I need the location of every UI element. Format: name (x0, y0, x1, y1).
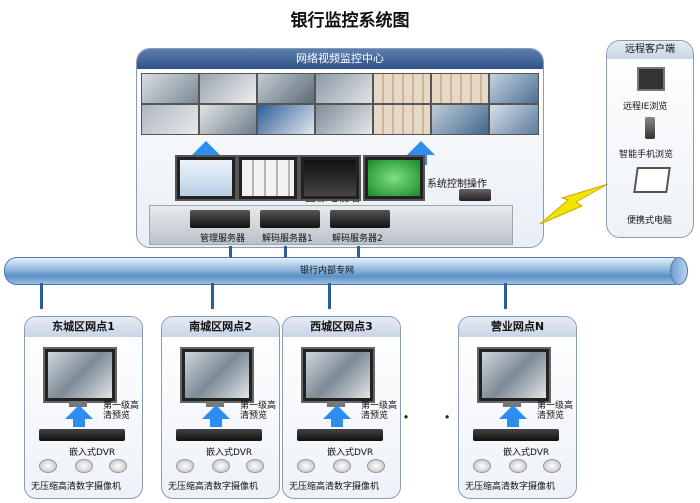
camera-icon (367, 459, 385, 473)
camera-icon (212, 459, 230, 473)
preview-label: 第一级高清预览 (537, 401, 574, 421)
up-arrow-icon (202, 405, 230, 427)
dvr-label: 嵌入式DVR (503, 448, 550, 458)
branch-n: 营业网点N 第一级高清预览 嵌入式DVR 无压缩高清数字摄像机 (458, 316, 577, 499)
decode-server-2 (330, 210, 390, 228)
camera-icon (39, 459, 57, 473)
workstation-monitor (175, 155, 237, 201)
branch-3: 西城区网点3 第一级高清预览 嵌入式DVR 无压缩高清数字摄像机 (282, 316, 401, 499)
branch-title: 东城区网点1 (25, 317, 142, 337)
control-keyboard-icon (459, 189, 491, 201)
smartphone-label: 智能手机浏览 (619, 150, 674, 160)
embedded-dvr (176, 429, 262, 441)
remote-client-title: 远程客户端 (607, 41, 693, 59)
control-label: 系统控制操作 (427, 179, 487, 190)
bank-private-network-bus (4, 257, 686, 285)
branch-title: 营业网点N (459, 317, 576, 337)
center-link-line (357, 246, 360, 258)
camera-icon (333, 459, 351, 473)
remote-ie-label: 远程IE浏览 (623, 102, 668, 112)
camera-label: 无压缩高清数字摄像机 (31, 482, 122, 492)
camera-label: 无压缩高清数字摄像机 (465, 482, 556, 492)
camera-icon (543, 459, 561, 473)
workstation-monitor (237, 155, 299, 201)
video-wall (141, 73, 539, 185)
center-link-line (284, 246, 287, 258)
camera-icon (297, 459, 315, 473)
camera-icon (473, 459, 491, 473)
decode-server-2-label: 解码服务器2 (332, 234, 383, 244)
monitoring-center: 网络视频监控中心 图像电视墙 系统控制操作 管理服务器 解 (136, 48, 544, 248)
remote-client-panel: 远程客户端 远程IE浏览 智能手机浏览 便携式电脑 (606, 40, 694, 238)
desktop-monitor-icon (637, 67, 665, 91)
camera-icon (109, 459, 127, 473)
laptop-icon (633, 167, 671, 193)
up-arrow-icon (65, 405, 93, 427)
branch-monitor (43, 347, 117, 403)
decode-server-1-label: 解码服务器1 (262, 234, 313, 244)
camera-label: 无压缩高清数字摄像机 (168, 482, 259, 492)
branch-link-line (504, 283, 507, 309)
bus-end-cap (670, 257, 688, 285)
camera-icon (176, 459, 194, 473)
management-server-label: 管理服务器 (200, 234, 246, 244)
workstation-monitor (299, 155, 361, 201)
dvr-label: 嵌入式DVR (206, 448, 253, 458)
diagram-title: 银行监控系统图 (290, 11, 410, 31)
preview-label: 第一级高清预览 (240, 401, 277, 421)
preview-label: 第一级高清预览 (361, 401, 398, 421)
camera-icon (246, 459, 264, 473)
wireless-link-icon (539, 183, 609, 225)
branch-link-line (40, 283, 43, 309)
up-arrow-icon (499, 405, 527, 427)
dvr-label: 嵌入式DVR (327, 448, 374, 458)
camera-icon (509, 459, 527, 473)
branch-link-line (211, 283, 214, 309)
laptop-label: 便携式电脑 (627, 216, 673, 226)
up-arrow-icon (323, 405, 351, 427)
branch-link-line (328, 283, 331, 309)
branch-1: 东城区网点1 第一级高清预览 嵌入式DVR 无压缩高清数字摄像机 (24, 316, 143, 499)
branch-2: 南城区网点2 第一级高清预览 嵌入式DVR 无压缩高清数字摄像机 (161, 316, 280, 499)
embedded-dvr (297, 429, 383, 441)
network-label: 银行内部专网 (300, 266, 355, 276)
monitoring-center-title: 网络视频监控中心 (137, 49, 543, 69)
branch-title: 南城区网点2 (162, 317, 279, 337)
branch-monitor (180, 347, 254, 403)
preview-label: 第一级高清预览 (103, 401, 140, 421)
branch-title: 西城区网点3 (283, 317, 400, 337)
dvr-label: 嵌入式DVR (69, 448, 116, 458)
embedded-dvr (39, 429, 125, 441)
workstation-monitor (363, 155, 425, 201)
branch-monitor (301, 347, 375, 403)
camera-label: 无压缩高清数字摄像机 (289, 482, 380, 492)
management-server (190, 210, 250, 228)
smartphone-icon (645, 117, 655, 139)
embedded-dvr (473, 429, 559, 441)
decode-server-1 (260, 210, 320, 228)
center-link-line (229, 246, 232, 258)
camera-icon (75, 459, 93, 473)
branch-monitor (477, 347, 551, 403)
control-desk: 管理服务器 解码服务器1 解码服务器2 (149, 205, 513, 245)
